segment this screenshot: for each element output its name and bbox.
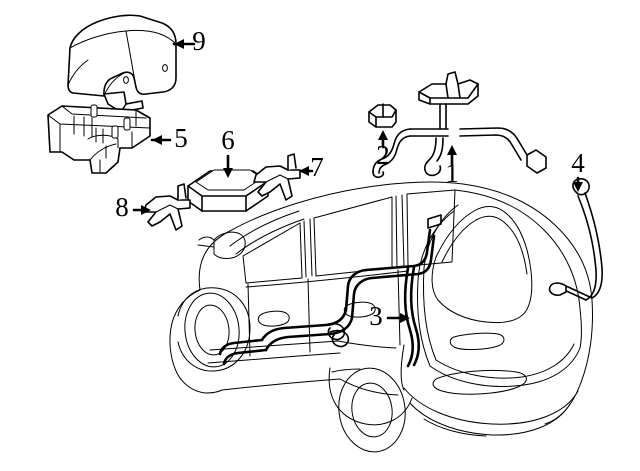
part-control-module: [187, 169, 269, 212]
part-harness-clamp-right: [253, 153, 301, 201]
part-module-cover: [67, 14, 177, 113]
front-door-handle: [257, 310, 290, 327]
callout-7-arrowhead: [299, 166, 309, 176]
callout-number-3[interactable]: 3: [369, 301, 383, 331]
callout-numbers: 9 5 6 7 8 2 1 4 3: [115, 26, 585, 331]
license-plate-recess: [432, 369, 527, 395]
callout-number-9[interactable]: 9: [192, 26, 206, 56]
callout-5-arrowhead: [152, 135, 162, 145]
callout-number-1[interactable]: 1: [445, 158, 459, 188]
hatch-handle: [449, 332, 505, 350]
rear-wheel: [338, 367, 406, 453]
callout-arrows: [132, 39, 583, 323]
part-connector-cover: [368, 103, 397, 128]
rear-wheel-hub: [351, 382, 393, 438]
side-mirror: [213, 231, 246, 259]
front-door-window: [242, 222, 303, 284]
front-wheel-hub: [194, 304, 230, 356]
quarter-window: [406, 189, 456, 267]
callout-3-arrowhead: [400, 313, 410, 323]
callout-number-5[interactable]: 5: [174, 123, 188, 153]
part-harness-clamp-left: [143, 183, 191, 231]
callout-8-arrowhead: [141, 205, 151, 215]
part-rear-wire-harness: [372, 71, 547, 179]
callout-number-8[interactable]: 8: [115, 192, 129, 222]
callout-4-arrowhead: [573, 182, 583, 192]
harness-terminal: [427, 214, 442, 229]
callout-9-arrowhead: [174, 39, 184, 49]
callout-number-4[interactable]: 4: [571, 148, 585, 178]
part-ecu-bracket: [47, 104, 151, 174]
callout-1-arrowhead: [447, 145, 457, 155]
callout-number-2[interactable]: 2: [376, 140, 390, 170]
vehicle-body-outline: [169, 181, 593, 453]
body-side-harness-routing: [218, 214, 442, 368]
callout-number-7[interactable]: 7: [310, 152, 324, 182]
front-wheel: [184, 292, 240, 368]
rear-window-glass: [431, 206, 533, 324]
callout-2-arrowhead: [378, 130, 388, 140]
callout-number-6[interactable]: 6: [221, 125, 235, 155]
callout-6-arrowhead: [223, 168, 233, 178]
